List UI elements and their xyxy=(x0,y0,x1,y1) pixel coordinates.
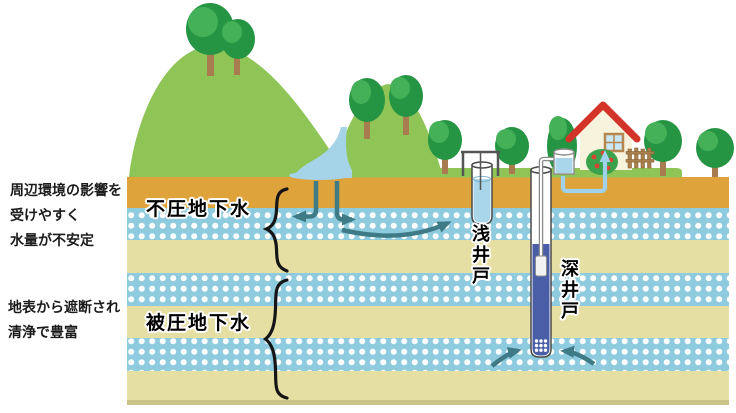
aquitard-layer-2 xyxy=(127,306,729,338)
note-confined: 地表から遮断され 清浄で豊富 xyxy=(8,296,120,346)
water-surface xyxy=(473,175,491,183)
confined-aquifer-layer-1 xyxy=(127,273,729,306)
note-line: 地表から遮断され xyxy=(8,300,120,316)
river xyxy=(293,127,352,178)
pressure-tank xyxy=(553,148,611,194)
house-window xyxy=(603,132,625,153)
note-line: 清浄で豊富 xyxy=(8,325,78,341)
label-shallow-well: 浅井戸 xyxy=(469,224,490,287)
tree-icon xyxy=(389,75,423,135)
note-unconfined: 周辺環境の影響を 受けやすく 水量が不安定 xyxy=(10,179,122,254)
note-line: 受けやすく xyxy=(10,208,80,224)
aquitard-layer-3 xyxy=(127,371,729,400)
tree-icon xyxy=(696,128,734,177)
deep-well-screen xyxy=(534,339,548,352)
aquitard-layer-1 xyxy=(127,240,729,273)
tree-icon xyxy=(349,78,385,139)
label-confined-groundwater: 被圧地下水 xyxy=(146,312,252,334)
label-unconfined-groundwater: 不圧地下水 xyxy=(146,198,252,220)
deep-well xyxy=(530,156,557,358)
shallow-well xyxy=(461,150,500,225)
submersible-pump xyxy=(535,255,547,277)
shallow-well-water xyxy=(473,179,491,223)
unconfined-aquifer-layer xyxy=(127,208,729,240)
confined-aquifer-layer-2 xyxy=(127,338,729,371)
flower-bush-icon xyxy=(586,149,618,175)
house-roof xyxy=(565,101,641,143)
river-pool xyxy=(289,171,351,180)
label-deep-well: 深井戸 xyxy=(558,259,579,322)
brace-confined xyxy=(262,278,289,400)
trees xyxy=(186,3,734,177)
hill-large xyxy=(129,45,348,177)
tank-top xyxy=(553,148,575,156)
topsoil-layer xyxy=(127,177,729,208)
note-line: 水量が不安定 xyxy=(10,233,94,249)
tank-water xyxy=(555,158,573,173)
inflow-arrow-left xyxy=(490,347,522,368)
infiltration-arrow-left xyxy=(292,181,319,223)
brace-unconfined xyxy=(262,187,289,273)
house-gable xyxy=(572,106,634,136)
supply-pipe xyxy=(560,150,611,194)
note-line: 周辺環境の影響を xyxy=(10,183,122,199)
tree-icon xyxy=(495,127,529,174)
flow-arrows xyxy=(292,181,596,368)
tree-icon xyxy=(428,120,462,174)
ground-layers xyxy=(127,177,729,405)
braces xyxy=(262,187,289,400)
inflow-arrow-right xyxy=(560,345,596,366)
shallow-well-top xyxy=(471,161,493,169)
bush-highlight xyxy=(549,116,567,140)
bottom-shadow-strip xyxy=(127,400,729,405)
flow-to-shallow-well-arrow xyxy=(341,220,452,238)
tree-icon xyxy=(221,19,255,75)
infiltration-arrow-right xyxy=(334,181,356,226)
fence xyxy=(625,147,655,169)
